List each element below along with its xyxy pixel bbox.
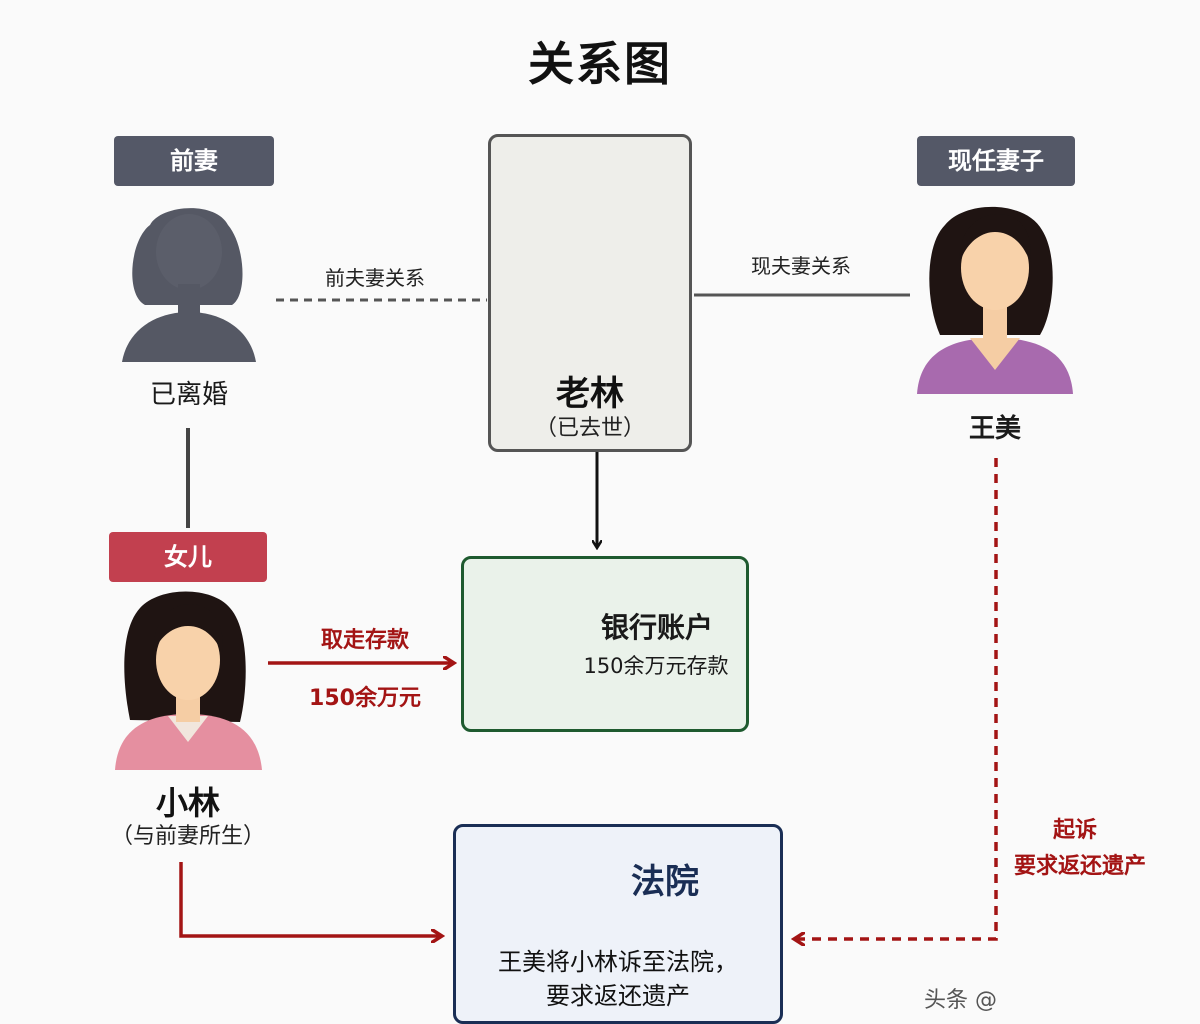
- bank-title: 银行账户: [600, 611, 713, 644]
- court-text-line1: 王美将小林诉至法院，: [498, 948, 738, 976]
- ex-wife-status: 已离婚: [149, 380, 228, 410]
- court-title: 法院: [631, 862, 699, 902]
- daughter-tag: 女儿: [109, 532, 267, 582]
- daughter-note: （与前妻所生）: [110, 824, 265, 849]
- watermark: 头条 @: [924, 988, 997, 1013]
- wife-name: 王美: [968, 414, 1021, 444]
- bank-subtitle: 150余万元存款: [583, 654, 729, 678]
- lawsuit-label: 起诉: [1052, 818, 1097, 843]
- daughter-name: 小林: [155, 784, 220, 822]
- withdrawal-amount-label: 150余万元: [309, 686, 421, 711]
- former-spouse-label: 前夫妻关系: [325, 266, 425, 290]
- old-lin-note: （已去世）: [534, 416, 645, 441]
- lawsuit-arrow: [796, 458, 998, 939]
- ex-wife-silhouette-icon: [122, 208, 256, 362]
- diagram-title: 关系图: [528, 37, 672, 91]
- court-text-line2: 要求返还遗产: [546, 982, 690, 1010]
- current-spouse-label: 现夫妻关系: [751, 254, 851, 278]
- wife-tag: 现任妻子: [917, 136, 1075, 186]
- old-lin-name: 老林: [556, 374, 624, 414]
- lawsuit-label-line2: 要求返还遗产: [1013, 854, 1146, 879]
- daughter-court-arrow: [179, 862, 440, 936]
- bank-account-box: [461, 556, 749, 732]
- withdrawal-action-label: 取走存款: [320, 628, 409, 653]
- ex-wife-tag: 前妻: [114, 136, 274, 186]
- court-box: [453, 824, 783, 1024]
- woman-avatar-icon: [917, 206, 1073, 394]
- old-lin-card: [488, 134, 692, 452]
- daughter-avatar-icon: [115, 591, 262, 770]
